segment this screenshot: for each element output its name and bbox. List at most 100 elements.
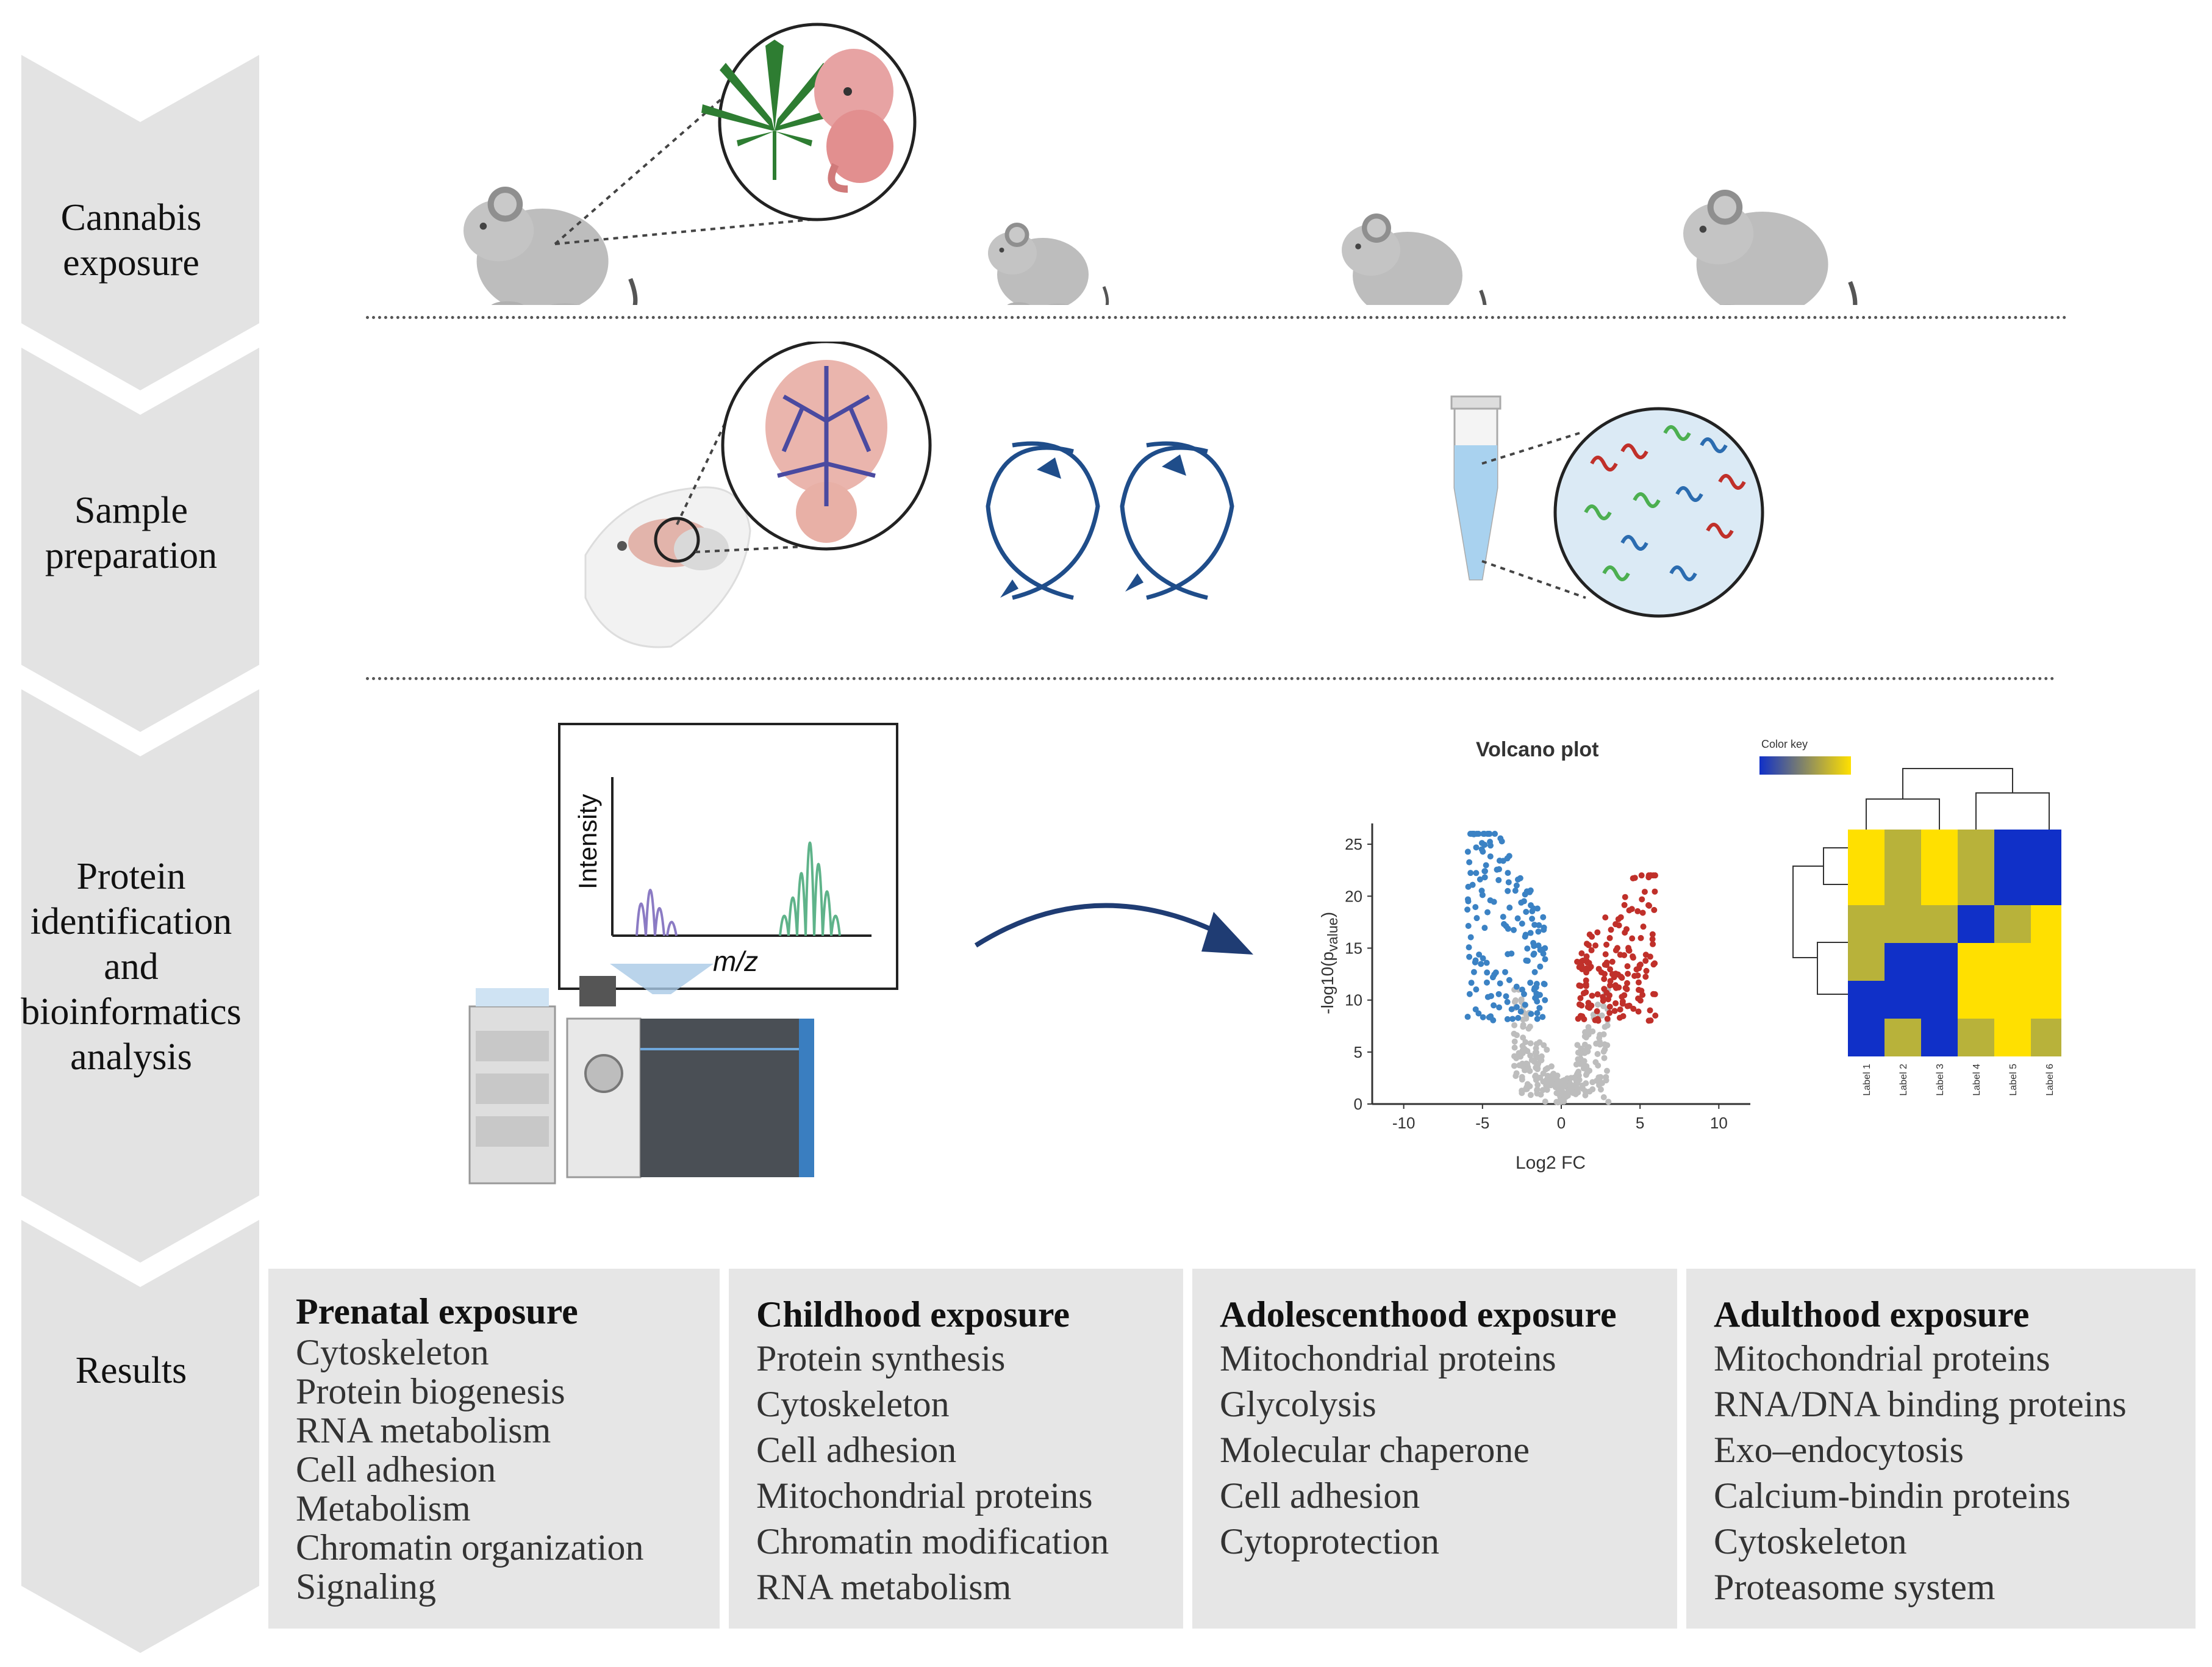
volcano-point [1483, 862, 1489, 869]
heatmap-col-label: Label 5 [2008, 1064, 2019, 1096]
volcano-point [1517, 1008, 1524, 1015]
volcano-point [1541, 927, 1547, 933]
volcano-point [1528, 1011, 1534, 1017]
green-peaks [779, 841, 841, 936]
volcano-point [1505, 870, 1511, 877]
tube-icon [1450, 395, 1502, 581]
volcano-point [1600, 994, 1606, 1000]
heatmap-cell [1994, 830, 2031, 867]
volcano-point [1472, 904, 1479, 911]
volcano-point [1466, 859, 1473, 866]
volcano-point [1612, 983, 1619, 990]
result-item: Exo–endocytosis [1714, 1430, 1964, 1470]
volcano-point [1623, 926, 1630, 933]
result-item: Chromatin organization [296, 1527, 644, 1568]
volcano-point [1583, 1034, 1589, 1041]
volcano-point [1503, 923, 1509, 930]
volcano-point [1605, 1099, 1612, 1105]
volcano-point [1635, 979, 1642, 986]
heatmap-col-label: Label 4 [1972, 1064, 1982, 1096]
stage-line: bioinformatics [21, 991, 242, 1033]
heatmap-cell [1884, 1019, 1921, 1056]
volcano-point [1534, 1016, 1541, 1022]
volcano-point [1583, 1080, 1589, 1087]
volcano-point [1600, 1094, 1607, 1100]
heatmap-cell [1958, 830, 1994, 867]
volcano-point [1533, 1041, 1540, 1047]
stage-line: exposure [63, 242, 199, 284]
volcano-point [1638, 934, 1644, 941]
volcano-point [1602, 914, 1609, 921]
heatmap-cell [1921, 830, 1958, 867]
volcano-xtick: 5 [1636, 1114, 1644, 1132]
volcano-point [1582, 1029, 1589, 1036]
volcano-point [1606, 982, 1613, 989]
result-item: Glycolysis [1220, 1384, 1376, 1424]
stage-line: Protein [76, 856, 186, 897]
volcano-point [1518, 899, 1525, 906]
volcano-point [1513, 983, 1520, 990]
volcano-point [1586, 965, 1593, 972]
volcano-point [1640, 923, 1647, 930]
volcano-point [1481, 842, 1488, 848]
volcano-point [1576, 1001, 1583, 1008]
volcano-point [1583, 981, 1589, 988]
volcano-point [1629, 935, 1636, 942]
volcano-point [1619, 1000, 1626, 1007]
volcano-point [1645, 902, 1652, 909]
volcano-point [1496, 1004, 1503, 1011]
volcano-point [1511, 1030, 1517, 1037]
volcano-point [1535, 1060, 1542, 1067]
volcano-point [1527, 1067, 1533, 1074]
volcano-point [1529, 916, 1536, 922]
volcano-point [1473, 915, 1480, 922]
volcano-point [1494, 866, 1500, 873]
result-title: Adulthood exposure [1714, 1294, 2030, 1335]
volcano-point [1631, 875, 1638, 881]
volcano-point [1481, 868, 1488, 875]
volcano-point [1541, 980, 1547, 987]
volcano-ytick: 25 [1345, 835, 1362, 853]
result-item: Protein synthesis [756, 1338, 1006, 1378]
volcano-point [1508, 950, 1515, 957]
volcano-point [1487, 842, 1494, 849]
volcano-point [1533, 1077, 1539, 1083]
volcano-point [1511, 1063, 1517, 1069]
volcano-point [1652, 991, 1658, 998]
embryo-icon [814, 49, 893, 193]
stage-label-protein: Protein identification and bioinformatic… [18, 854, 244, 1080]
ms-ylabel: Intensity [573, 794, 602, 889]
volcano-point [1636, 962, 1643, 969]
heatmap-cell [1884, 830, 1921, 867]
result-item: Cytoskeleton [756, 1384, 950, 1424]
volcano-point [1467, 870, 1474, 877]
volcano-point [1620, 1013, 1627, 1019]
volcano-point [1540, 914, 1547, 920]
volcano-point [1602, 1046, 1608, 1053]
volcano-point [1491, 1002, 1497, 1009]
volcano-point [1492, 831, 1498, 837]
heatmap-cell [1921, 943, 1958, 981]
heatmap-cell [1994, 905, 2031, 943]
volcano-point [1517, 1053, 1524, 1060]
stage-line: preparation [45, 535, 218, 576]
mouse-icon [1342, 213, 1485, 305]
result-title: Childhood exposure [756, 1294, 1070, 1335]
volcano-point [1481, 925, 1488, 931]
heatmap-col-label: Label 2 [1899, 1064, 1909, 1096]
volcano-point [1496, 858, 1503, 864]
volcano-point [1624, 963, 1631, 970]
volcano-point [1484, 969, 1491, 976]
volcano-point [1635, 995, 1642, 1002]
volcano-point [1534, 1081, 1541, 1088]
volcano-point [1639, 909, 1646, 916]
volcano-point [1533, 981, 1540, 988]
volcano-point [1634, 908, 1641, 914]
chevron-results [21, 1220, 259, 1653]
volcano-point [1633, 966, 1640, 973]
result-item: Mitochondrial proteins [1714, 1338, 2050, 1378]
chevron-cannabis [21, 55, 259, 390]
volcano-point [1480, 848, 1486, 855]
volcano-point [1500, 914, 1506, 920]
volcano-point [1524, 945, 1531, 952]
